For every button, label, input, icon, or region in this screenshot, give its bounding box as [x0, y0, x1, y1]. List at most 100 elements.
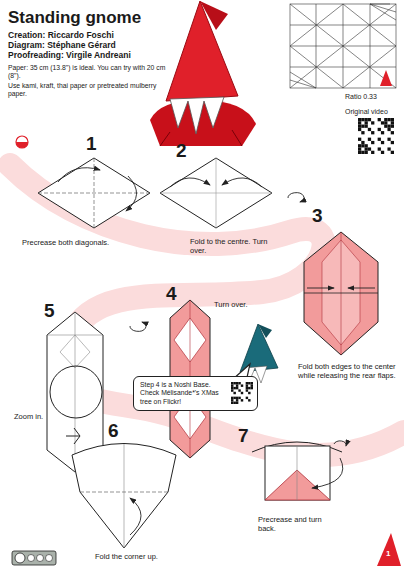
- illustration-part: [387, 128, 390, 131]
- credit: Creation: Riccardo Foschi: [8, 30, 178, 40]
- illustration-part: [371, 141, 374, 144]
- illustration-part: [391, 131, 394, 134]
- illustration-part: [358, 144, 361, 147]
- illustration-part: [75, 312, 76, 472]
- illustration-part: [365, 121, 368, 124]
- illustration-part: [358, 118, 361, 121]
- illustration-part: [368, 138, 371, 141]
- step-number: 5: [44, 300, 64, 323]
- illustration-part: [358, 125, 361, 128]
- illustration-part: [371, 151, 374, 154]
- illustration-part: [371, 121, 374, 124]
- illustration-part: [170, 97, 224, 134]
- illustration-part: [290, 46, 396, 47]
- title: Standing gnome: [8, 8, 141, 28]
- illustration-part: [380, 70, 392, 86]
- credit: Proofreading: Virgile Andreani: [8, 50, 178, 60]
- illustration-part: [12, 551, 56, 565]
- illustration-part: [38, 193, 150, 194]
- illustration-part: [378, 147, 381, 150]
- instruction: Precrease and turn back.: [258, 515, 338, 533]
- illustration-part: [358, 128, 361, 131]
- instruction: Turn over.: [214, 300, 274, 309]
- illustration-part: [316, 4, 317, 88]
- illustration-part: [358, 151, 361, 154]
- illustration-part: [358, 118, 394, 154]
- illustration-part: [387, 147, 390, 150]
- illustration-part: [361, 118, 364, 121]
- illustration-part: [381, 121, 384, 124]
- illustration-part: [130, 498, 141, 535]
- illustration-part: [307, 288, 334, 289]
- illustration-part: [288, 193, 304, 202]
- illustration-part: [265, 470, 330, 500]
- illustration-part: [381, 131, 384, 134]
- illustration-part: [38, 158, 150, 228]
- illustration-part: [126, 176, 137, 211]
- instruction: Fold to the centre. Turn over.: [190, 237, 280, 255]
- illustration-part: [334, 441, 346, 446]
- illustration-part: [37, 555, 44, 562]
- illustration-part: [290, 4, 396, 88]
- illustration-part: [381, 151, 384, 154]
- illustration-part: [391, 118, 394, 121]
- instruction: Precrease both diagonals.: [22, 238, 122, 247]
- illustration-part: [387, 125, 390, 128]
- illustration-part: [384, 125, 387, 128]
- illustration-part: [378, 118, 381, 121]
- illustration-part: [377, 533, 401, 566]
- illustration-part: [150, 100, 256, 146]
- illustration-part: [365, 147, 368, 150]
- illustration-part: [170, 178, 210, 187]
- illustration-part: [216, 158, 217, 228]
- illustration-part: [72, 444, 176, 549]
- illustration-part: [368, 147, 371, 150]
- illustration-part: [381, 141, 384, 144]
- ratio: Ratio 0.33: [345, 93, 400, 101]
- illustration-part: [358, 121, 361, 124]
- illustration-part: [258, 324, 272, 338]
- illustration-part: [297, 446, 298, 500]
- illustration-part: [358, 138, 361, 141]
- illustration-part: [304, 232, 378, 355]
- step-number: 3: [312, 205, 332, 228]
- illustration-part: [368, 118, 371, 121]
- illustration-part: [361, 125, 364, 128]
- credit: Diagram: Stéphane Gérard: [8, 40, 178, 50]
- illustration-part: [290, 4, 396, 88]
- illustration-part: [290, 4, 396, 88]
- illustration-part: [365, 144, 368, 147]
- step-number: 6: [108, 420, 128, 443]
- illustration-part: [290, 4, 396, 88]
- illustration-part: [16, 142, 28, 148]
- illustration-part: [16, 136, 28, 148]
- illustration-part: [341, 232, 342, 355]
- illustration-part: [378, 138, 381, 141]
- video-label: Original video: [345, 108, 402, 116]
- instruction: Fold both edges to the center while rele…: [298, 362, 398, 380]
- illustration-part: [290, 4, 396, 88]
- illustration-part: [290, 67, 396, 68]
- illustration-part: [312, 458, 343, 488]
- illustration-part: [290, 25, 396, 26]
- illustration-part: [46, 555, 53, 562]
- illustration-part: [60, 335, 90, 368]
- illustration-part: [391, 141, 394, 144]
- illustration-part: [384, 121, 387, 124]
- illustration-part: [365, 151, 368, 154]
- illustration-part: [365, 125, 368, 128]
- step-number: 2: [176, 140, 196, 163]
- illustration-part: [391, 151, 394, 154]
- illustration-part: [166, 1, 238, 101]
- illustration-part: [240, 324, 278, 372]
- illustration-part: [387, 138, 390, 141]
- page-number: 1: [386, 549, 398, 559]
- illustration-part: [50, 366, 102, 418]
- bubble-text: Step 4 is a Noshi Base. Check Mélisande*…: [140, 381, 227, 406]
- illustration-part: [387, 118, 390, 121]
- illustration-part: [368, 128, 371, 131]
- illustration-part: [80, 492, 168, 493]
- illustration-part: [160, 158, 272, 228]
- illustration-part: [361, 151, 364, 154]
